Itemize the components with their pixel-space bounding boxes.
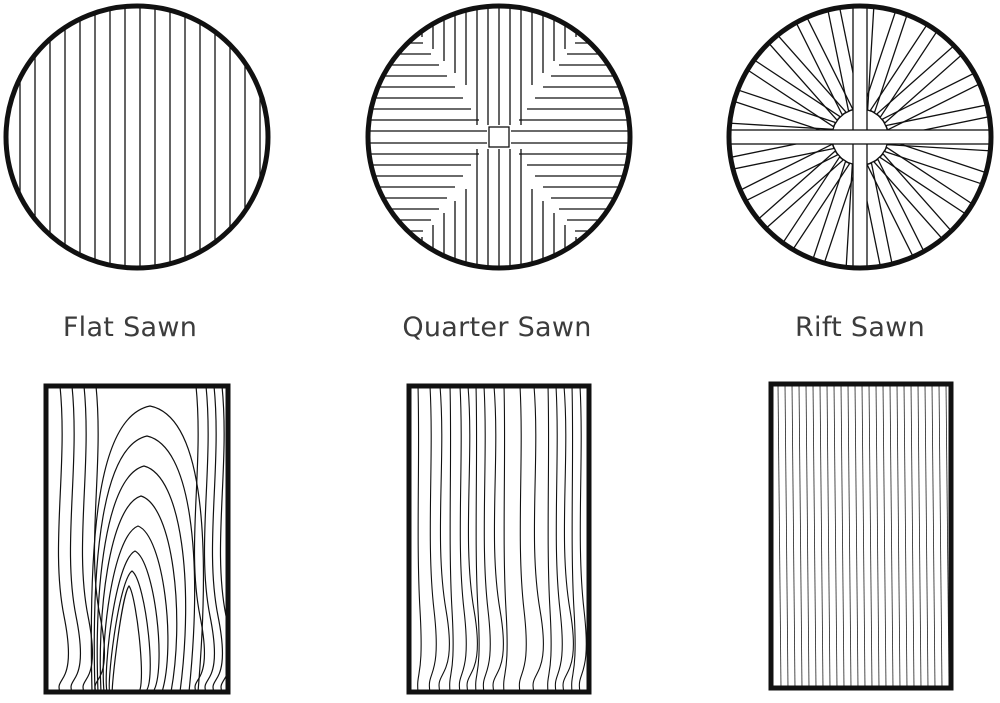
quarter-sawn-board-face [406, 383, 592, 695]
grain-line [784, 384, 789, 688]
grain-line [203, 386, 215, 692]
grain-line [482, 386, 491, 692]
cathedral-arch [93, 435, 196, 692]
cathedral-arch [99, 495, 178, 692]
flat-sawn-board-face [43, 383, 231, 695]
grain-line [854, 384, 859, 688]
rift-sawn-board-face [768, 381, 954, 691]
flat-sawn-end-diagram [3, 3, 271, 271]
grain-line [57, 386, 69, 692]
grain-line [518, 386, 527, 692]
cathedral-arch [111, 585, 143, 692]
grain-line [193, 386, 205, 692]
grain-line [798, 384, 803, 688]
grain-line [826, 384, 831, 688]
pith-block [488, 126, 510, 148]
rift-sawn-end-diagram [726, 3, 994, 271]
board-faces [43, 381, 954, 695]
grain-line [840, 384, 845, 688]
grain-line [861, 384, 866, 688]
flat-sawn-label: Flat Sawn [62, 312, 198, 343]
grain-line [777, 384, 782, 688]
grain-line [847, 384, 852, 688]
grain-line [547, 386, 552, 692]
grain-line [882, 384, 887, 688]
cathedral-arch [105, 550, 160, 692]
center-board [729, 129, 991, 145]
quarter-sawn-label: Quarter Sawn [402, 312, 592, 343]
quarter-sawn-end-diagram [365, 3, 633, 271]
grain-line [532, 386, 544, 692]
radial-board [738, 53, 841, 128]
grain-line [458, 386, 467, 692]
grain-line [492, 386, 504, 692]
grain-line [438, 386, 450, 692]
radial-board [879, 146, 982, 221]
grain-line [428, 386, 437, 692]
grain-line [889, 384, 894, 688]
flat-sawn-log-end [3, 3, 994, 271]
radial-board [776, 156, 851, 259]
grain-line [931, 384, 936, 688]
grain-line [211, 386, 223, 692]
grain-line [554, 386, 563, 692]
grain-line [219, 386, 228, 692]
grain-line [578, 386, 587, 692]
grain-line [571, 386, 576, 692]
grain-line [466, 386, 478, 692]
grain-line [896, 384, 901, 688]
grain-line [93, 386, 105, 692]
grain-line [819, 384, 824, 688]
radial-board [869, 15, 944, 118]
grain-line [475, 386, 480, 692]
grain-line [805, 384, 810, 688]
grain-line [812, 384, 817, 688]
rift-sawn-label: Rift Sawn [794, 312, 926, 343]
grain-line [868, 384, 873, 688]
grain-line [903, 384, 908, 688]
grain-line [81, 386, 93, 692]
grain-line [917, 384, 922, 688]
grain-line [562, 386, 574, 692]
grain-line [791, 384, 796, 688]
grain-line [924, 384, 929, 688]
grain-line [833, 384, 838, 688]
cathedral-arch [90, 405, 205, 692]
grain-line [449, 386, 454, 692]
cathedral-arch [102, 525, 169, 692]
grain-line [417, 386, 422, 692]
cathedral-arch [96, 465, 187, 692]
cathedral-arch [108, 570, 151, 692]
grain-line [503, 386, 508, 692]
grain-line [938, 384, 943, 688]
grain-line [875, 384, 880, 688]
grain-line [910, 384, 915, 688]
grain-line [69, 386, 81, 692]
